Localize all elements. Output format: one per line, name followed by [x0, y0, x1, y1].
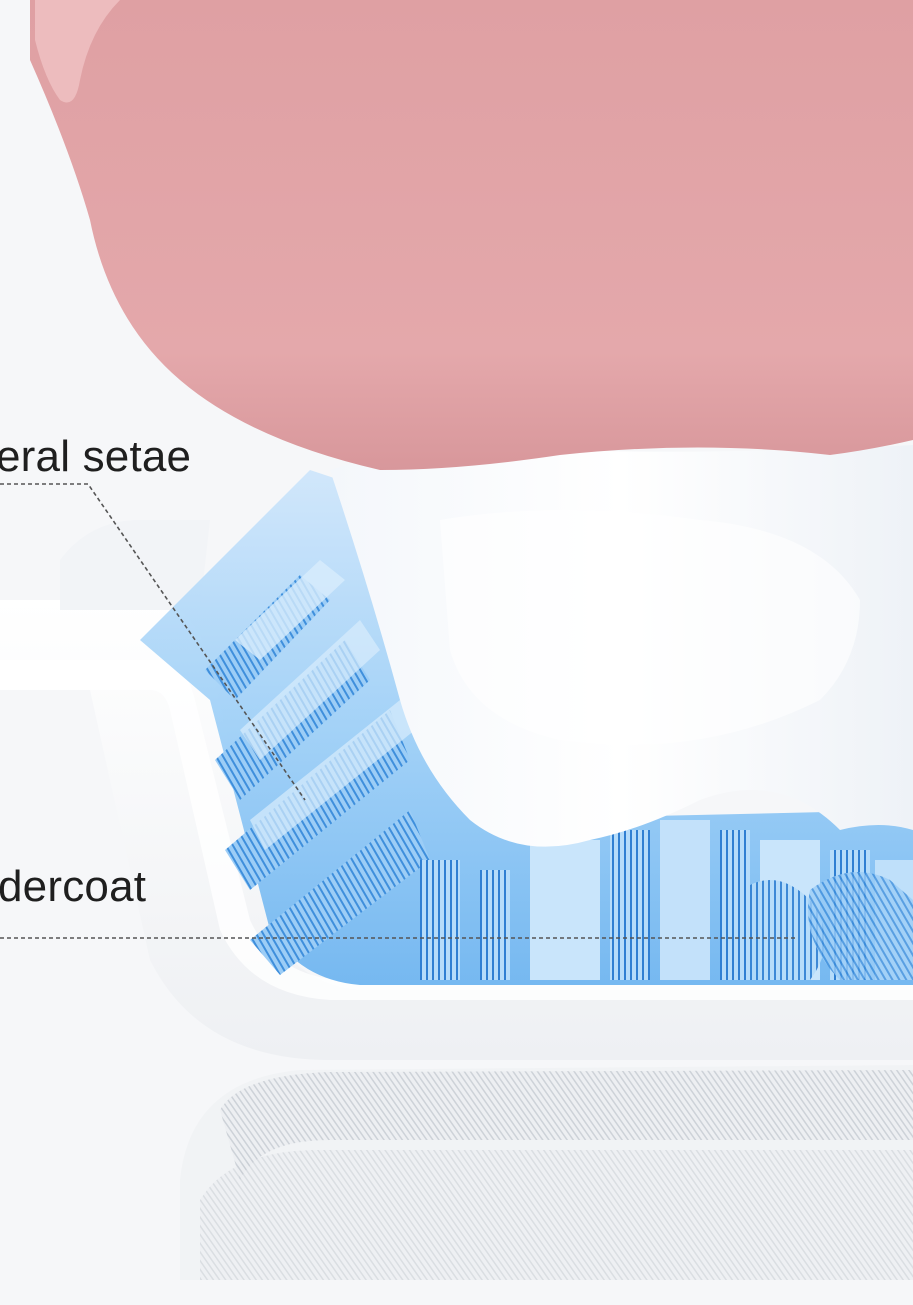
lateral-setae-label: eral setae — [0, 432, 191, 482]
undercoat-label: dercoat — [0, 862, 146, 912]
lower-tray — [180, 1065, 913, 1305]
